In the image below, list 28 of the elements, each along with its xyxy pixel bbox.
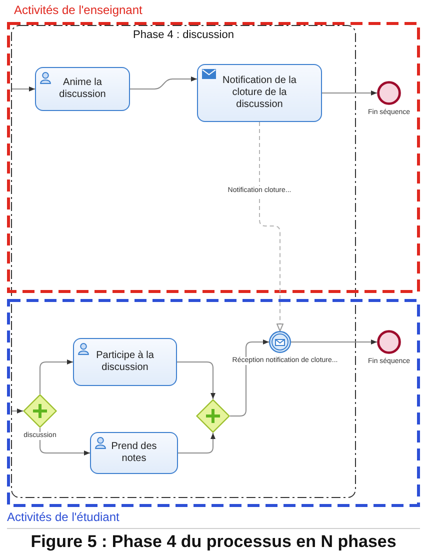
task-box — [73, 338, 177, 386]
message-event — [269, 331, 291, 353]
flow-arrow — [40, 428, 90, 456]
group-title: Phase 4 : discussion — [133, 29, 234, 42]
lane-title: Activités de l'enseignant — [14, 3, 142, 17]
task-box — [90, 432, 178, 474]
parallel-gateway — [196, 399, 230, 433]
task-box — [197, 64, 322, 122]
flow-arrow — [230, 340, 270, 416]
flow-arrow — [130, 76, 198, 90]
flow-arrow — [176, 362, 216, 400]
task-box — [35, 67, 130, 111]
parallel-gateway — [23, 394, 57, 428]
flow-arrow — [178, 432, 216, 454]
end-event — [377, 81, 401, 105]
figure-caption: Figure 5 : Phase 4 du processus en N phases — [30, 532, 396, 551]
task-label: Notification de la cloture de la discussion — [222, 75, 298, 111]
flow-arrow — [290, 340, 378, 344]
flow-arrow — [40, 360, 74, 394]
dashed-arrow — [259, 122, 284, 332]
end-event — [377, 330, 401, 354]
lane-title: Activités de l'étudiant — [7, 510, 120, 524]
task-label: Participe à la discussion — [95, 350, 155, 374]
flow-arrow — [322, 90, 378, 96]
task-label: Prend des notes — [110, 441, 158, 465]
task-label: Anime la discussion — [58, 77, 107, 101]
flow-arrow — [12, 86, 36, 92]
flow-arrow — [12, 408, 24, 414]
